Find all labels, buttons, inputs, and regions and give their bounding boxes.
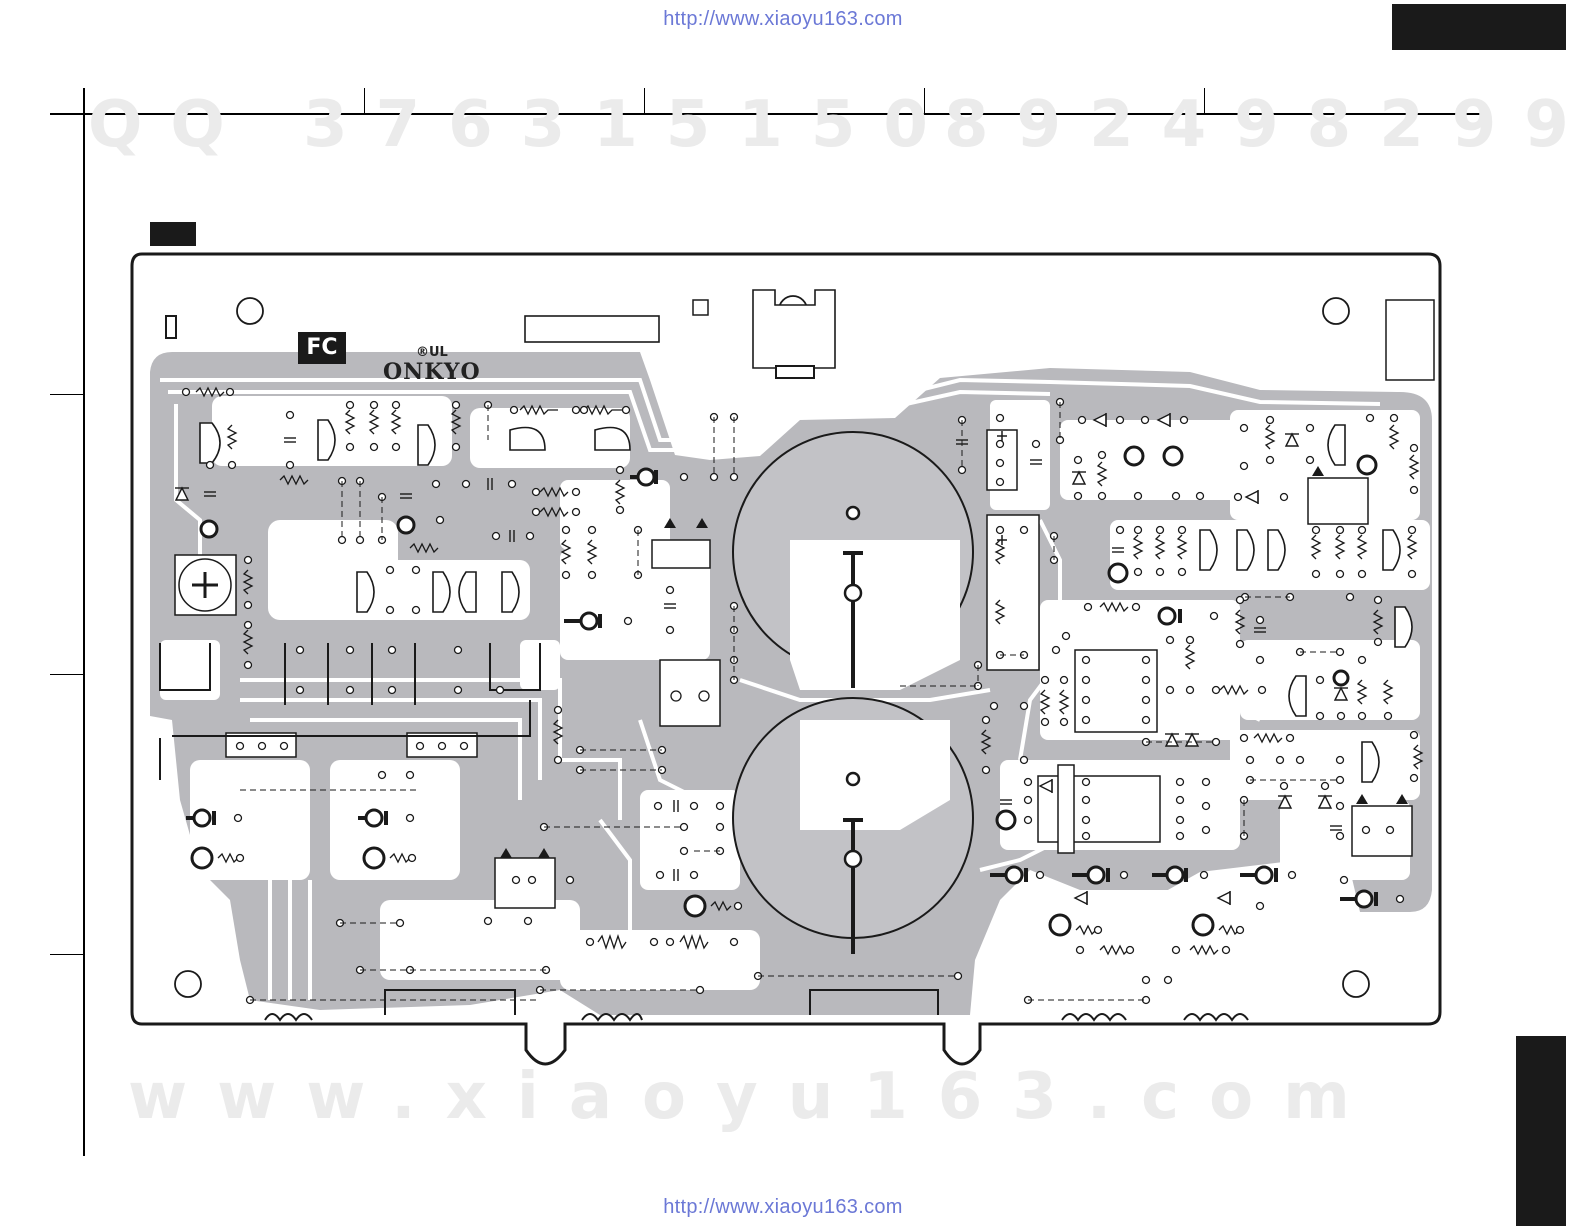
certification-marks: ®UL [416, 345, 448, 360]
potentiometer [175, 555, 236, 615]
source-url-bottom[interactable]: http://www.xiaoyu163.com [0, 1196, 1566, 1219]
connector-slot-top [525, 316, 659, 342]
brand-logo: ONKYO [383, 359, 481, 385]
board-label: FC [298, 332, 346, 364]
